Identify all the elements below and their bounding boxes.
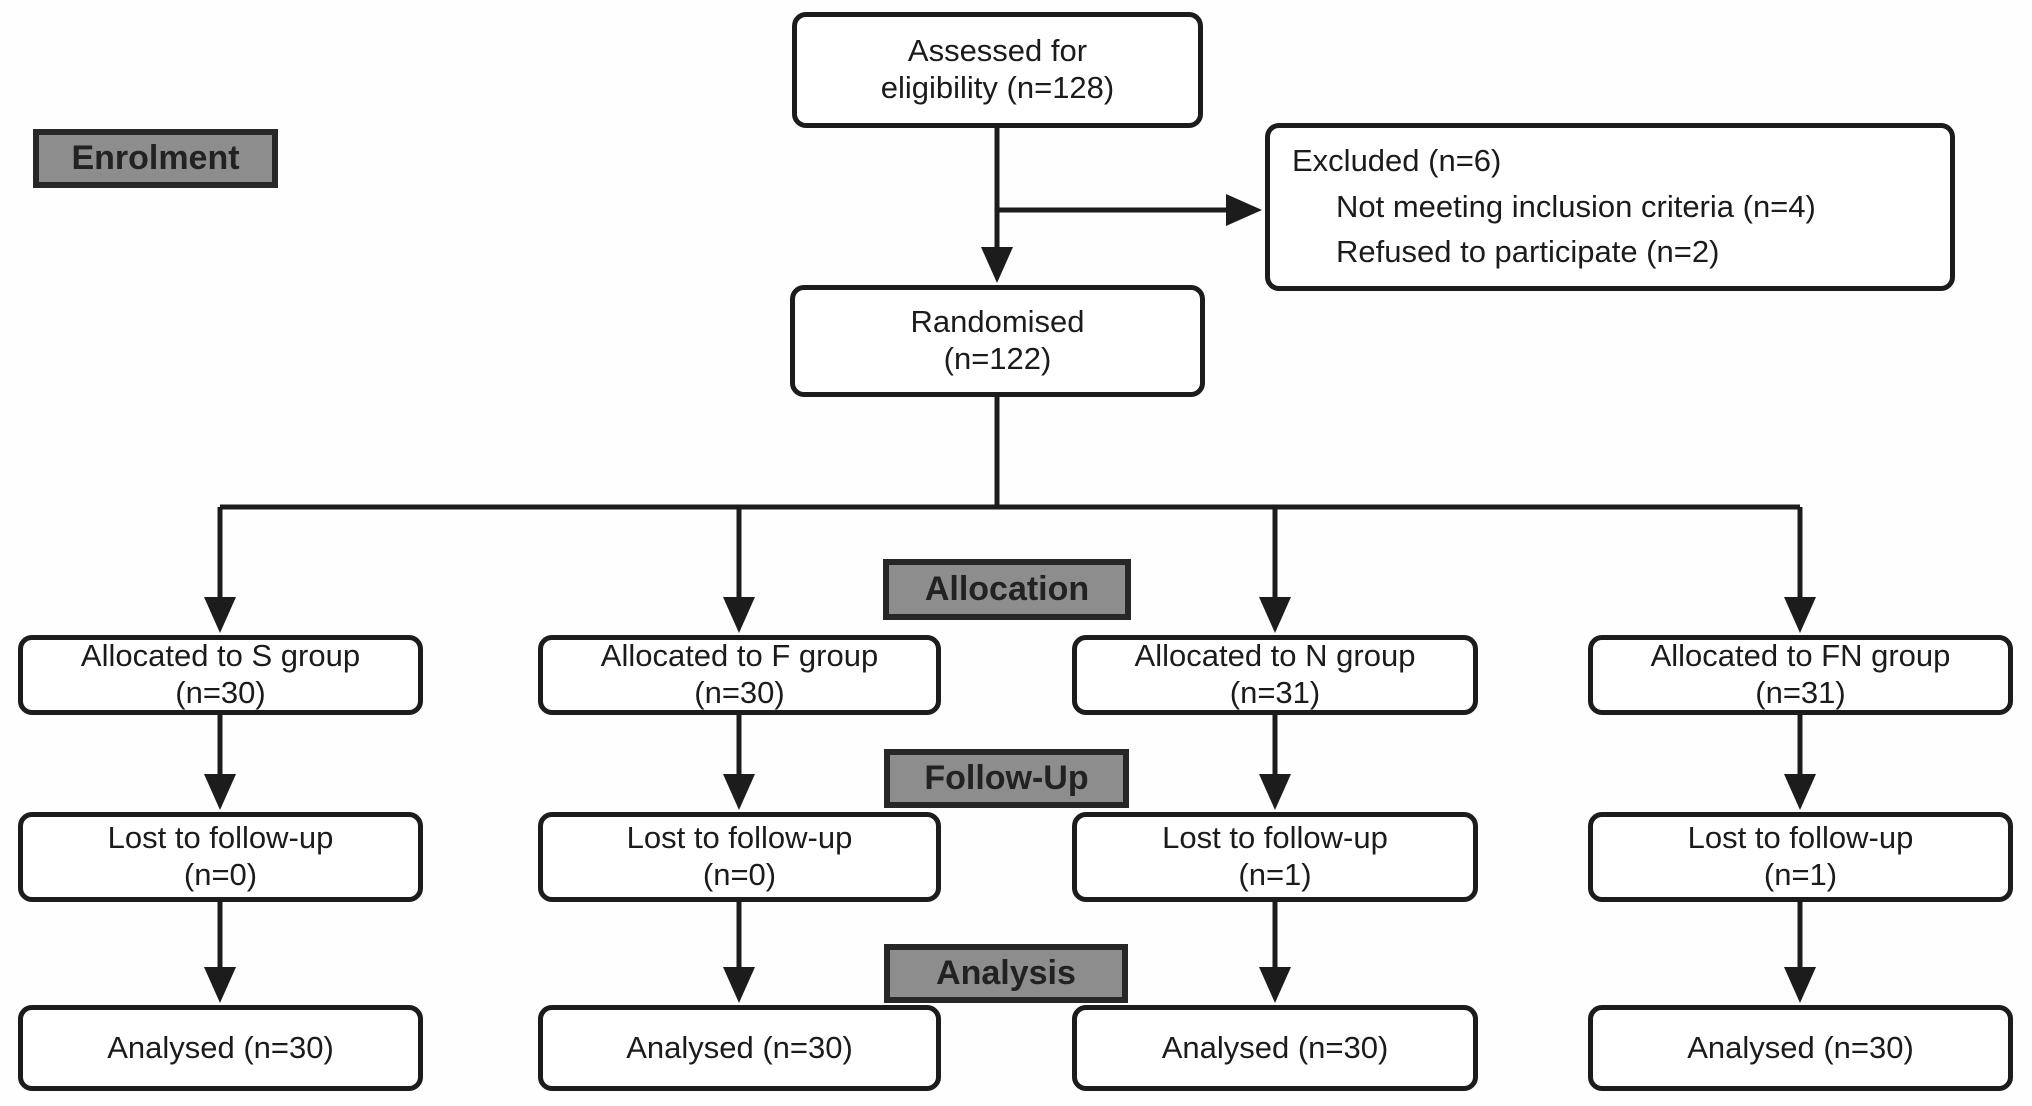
assessed-box: Assessed for eligibility (n=128) [792,12,1203,128]
allocated-line2: (n=31) [1755,675,1846,710]
allocated-box-n: Allocated to N group (n=31) [1072,635,1478,715]
stage-label-analysis: Analysis [884,944,1128,1003]
stage-label-followup: Follow-Up [884,749,1129,808]
allocated-line2: (n=30) [694,675,785,710]
analysed-text: Analysed (n=30) [626,1029,853,1065]
lost-line2: (n=1) [1238,857,1312,892]
excluded-item: Refused to participate (n=2) [1336,234,1720,270]
lost-line1: Lost to follow-up [107,820,334,856]
stage-label-allocation: Allocation [883,559,1131,620]
randomised-line2: (n=122) [943,341,1052,376]
analysed-box-f: Analysed (n=30) [538,1005,941,1091]
lost-line1: Lost to follow-up [1162,820,1388,856]
allocated-line1: Allocated to F group [600,638,879,674]
arrowhead-lost-s [204,774,236,810]
arrowhead-alloc-f [723,597,755,633]
allocated-line2: (n=31) [1229,675,1321,710]
assessed-line1: Assessed for [907,33,1088,69]
allocated-line2: (n=30) [175,675,266,710]
allocated-box-f: Allocated to F group (n=30) [538,635,941,715]
arrowhead-alloc-fn [1784,597,1816,633]
lost-box-s: Lost to follow-up (n=0) [18,812,423,902]
arrowhead-randomised [981,247,1013,283]
arrowhead-lost-fn [1784,774,1816,810]
excluded-box: Excluded (n=6) Not meeting inclusion cri… [1265,123,1955,291]
allocated-box-s: Allocated to S group (n=30) [18,635,423,715]
arrowhead-analysed-fn [1784,967,1816,1003]
analysed-box-n: Analysed (n=30) [1072,1005,1478,1091]
arrowhead-alloc-s [204,597,236,633]
analysed-text: Analysed (n=30) [1687,1029,1914,1065]
arrowhead-lost-f [723,774,755,810]
analysed-text: Analysed (n=30) [107,1029,334,1065]
allocated-box-fn: Allocated to FN group (n=31) [1588,635,2013,715]
arrowhead-excluded [1226,194,1262,226]
allocated-line1: Allocated to FN group [1650,638,1951,674]
excluded-item: Not meeting inclusion criteria (n=4) [1336,188,1816,224]
lost-line2: (n=0) [702,857,777,892]
assessed-line2: eligibility (n=128) [880,70,1115,105]
lost-line1: Lost to follow-up [626,820,853,856]
allocated-line1: Allocated to N group [1134,638,1416,674]
lost-line1: Lost to follow-up [1687,820,1914,856]
randomised-box: Randomised (n=122) [790,285,1205,397]
lost-box-f: Lost to follow-up (n=0) [538,812,941,902]
stage-label-enrolment: Enrolment [33,129,278,188]
lost-line2: (n=0) [183,857,258,892]
arrowhead-alloc-n [1259,597,1291,633]
arrowhead-analysed-n [1259,967,1291,1003]
analysed-box-s: Analysed (n=30) [18,1005,423,1091]
excluded-title: Excluded (n=6) [1292,143,1502,179]
lost-line2: (n=1) [1763,857,1838,892]
analysed-box-fn: Analysed (n=30) [1588,1005,2013,1091]
randomised-line1: Randomised [910,304,1085,340]
lost-box-fn: Lost to follow-up (n=1) [1588,812,2013,902]
arrowhead-lost-n [1259,774,1291,810]
lost-box-n: Lost to follow-up (n=1) [1072,812,1478,902]
allocated-line1: Allocated to S group [80,638,361,674]
analysed-text: Analysed (n=30) [1161,1029,1389,1065]
arrowhead-analysed-f [723,967,755,1003]
arrowhead-analysed-s [204,967,236,1003]
